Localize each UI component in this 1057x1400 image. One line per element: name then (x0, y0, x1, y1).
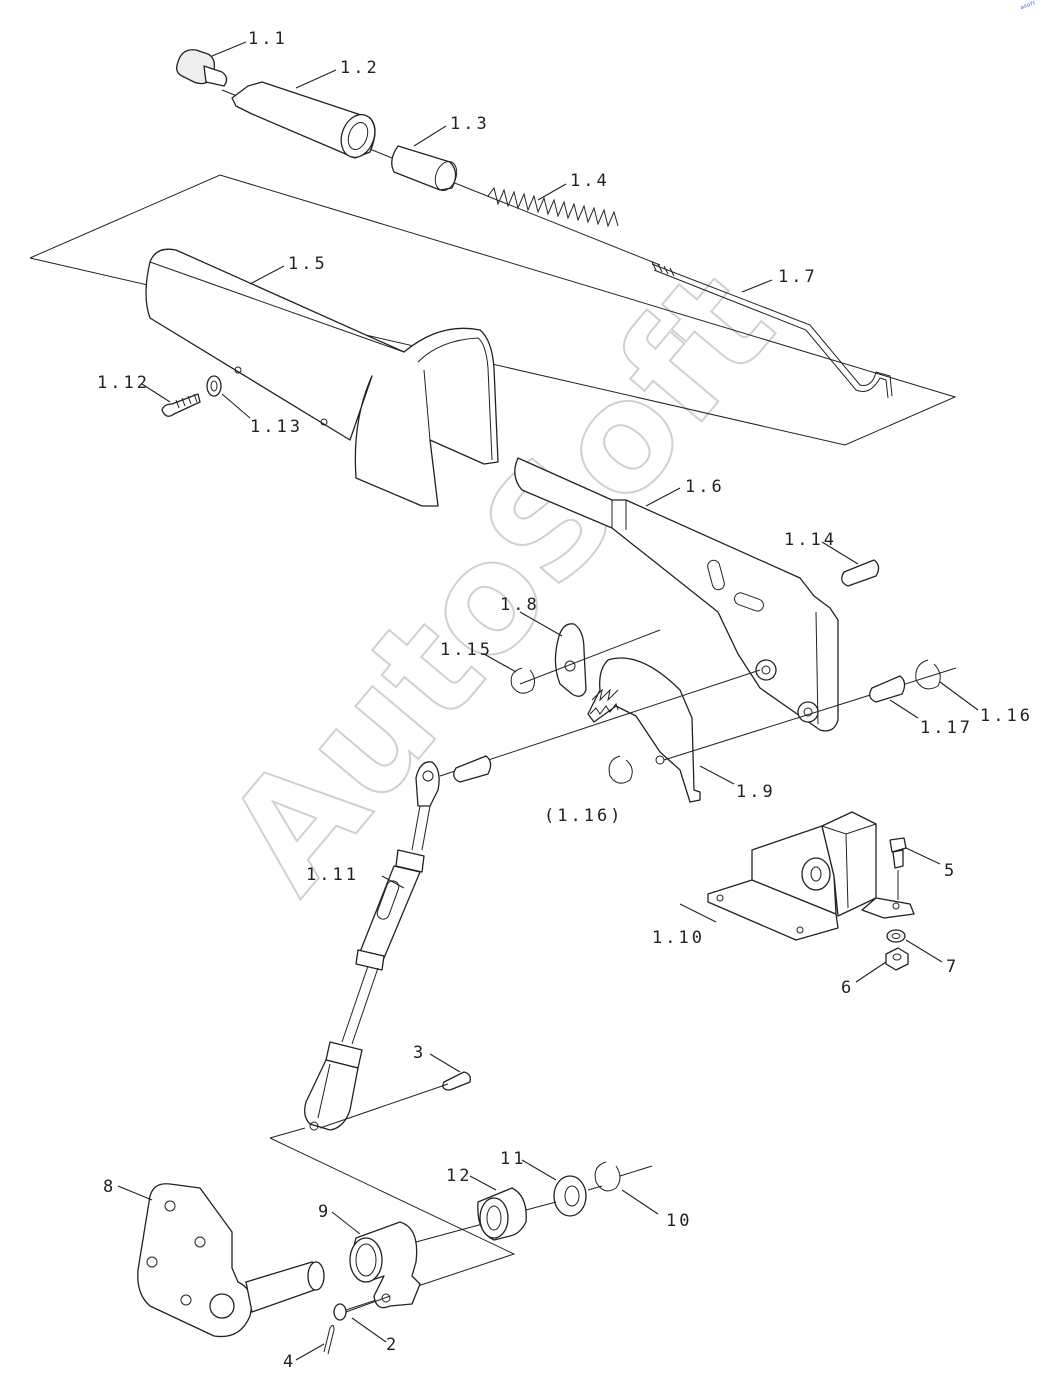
label-6: 6 (841, 978, 854, 998)
label-3: 3 (413, 1043, 426, 1063)
part-1-14-pin (841, 559, 880, 587)
clevis-pin-upper (453, 755, 492, 783)
callout-labels: 1.1 1.2 1.3 1.4 1.5 1.6 1.7 1.8 1.9 1.10… (97, 29, 1033, 1372)
part-1-13-washer (206, 375, 222, 397)
label-1-16-parenthetical: (1.16) (544, 806, 623, 826)
leader-lines (117, 41, 979, 1361)
label-2: 2 (386, 1335, 399, 1355)
part-1-8-pawl (554, 623, 587, 697)
part-1-17-pin (869, 675, 906, 703)
part-10-circlip (594, 1161, 653, 1192)
part-12-bushing (477, 1187, 527, 1241)
part-1-9-ratchet (587, 657, 701, 803)
label-1-6: 1.6 (685, 477, 725, 497)
label-11: 11 (500, 1149, 526, 1169)
label-1-2: 1.2 (340, 58, 380, 78)
corner-mark: ᵃˢᵒᶠᵗ (1020, 0, 1039, 15)
part-1-16-circlip (915, 659, 941, 690)
label-1-14: 1.14 (784, 530, 837, 550)
label-8: 8 (103, 1177, 116, 1197)
part-7-washer (886, 929, 906, 943)
label-5: 5 (944, 861, 957, 881)
label-1-11: 1.11 (306, 865, 359, 885)
part-1-5-handle-grip (145, 248, 499, 507)
part-1-4-spring (487, 186, 619, 228)
pivot-axis-lines (439, 629, 957, 777)
part-6-nut (885, 947, 909, 971)
part-1-7-rod (651, 261, 893, 399)
label-1-4: 1.4 (570, 171, 610, 191)
part-1-11-adjuster-rod (341, 761, 440, 1045)
label-1-12: 1.12 (97, 373, 150, 393)
label-12: 12 (446, 1166, 472, 1186)
part-5-bolt (889, 837, 907, 900)
part-1-2-sleeve (231, 81, 376, 159)
part-1-6-lever (514, 457, 839, 732)
label-7: 7 (946, 957, 959, 977)
label-1-9: 1.9 (736, 782, 776, 802)
label-10: 10 (666, 1211, 692, 1231)
label-1-15: 1.15 (440, 640, 493, 660)
label-1-1: 1.1 (248, 29, 288, 49)
part-11-washer (525, 1175, 603, 1217)
part-1-15-circlip (510, 667, 536, 694)
label-1-16: 1.16 (980, 706, 1033, 726)
part-3-pin (319, 1071, 472, 1129)
part-1-16b-circlip (608, 755, 633, 784)
label-1-17: 1.17 (920, 718, 973, 738)
label-1-3: 1.3 (450, 114, 490, 134)
lower-clevis (304, 1041, 363, 1131)
label-4: 4 (283, 1352, 296, 1372)
part-1-3-bushing (391, 145, 458, 192)
part-1-12-screw (161, 393, 201, 417)
label-9: 9 (318, 1202, 331, 1222)
part-2-clip (333, 1295, 391, 1321)
part-8-arm (137, 1183, 325, 1338)
part-1-10-bracket (707, 811, 915, 941)
label-1-13: 1.13 (250, 417, 303, 437)
part-4-cotter-pin (323, 1324, 335, 1355)
label-1-7: 1.7 (778, 267, 818, 287)
part-1-1-button (176, 49, 228, 87)
label-1-8: 1.8 (500, 595, 540, 615)
label-1-5: 1.5 (288, 254, 328, 274)
part-9-hub (349, 1221, 491, 1309)
label-1-10: 1.10 (652, 928, 705, 948)
